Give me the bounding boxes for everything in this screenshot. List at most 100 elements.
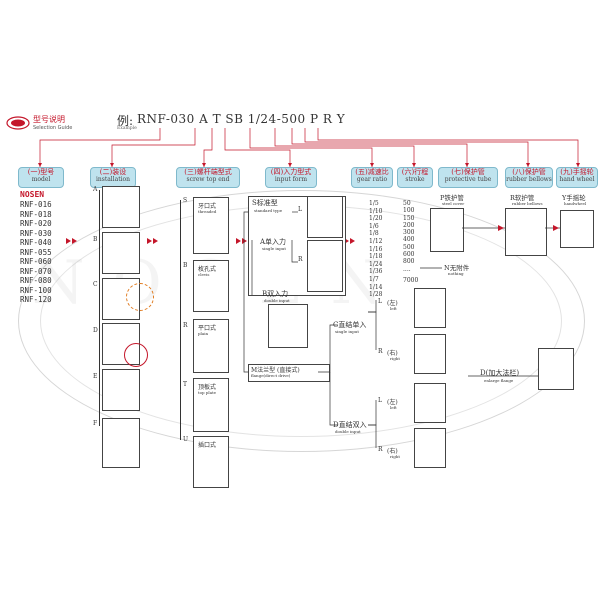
- screw-code-b: B: [183, 262, 188, 269]
- input-r: R: [298, 256, 303, 263]
- screw-card-s: [193, 197, 229, 254]
- ratio-item: 1/18: [369, 253, 383, 261]
- motor-d-l-cn: (左): [387, 399, 398, 406]
- install-label-a: A: [93, 186, 98, 193]
- input-l: L: [298, 206, 302, 213]
- motor-d-r: R: [378, 446, 383, 453]
- model-item: RNF-030: [20, 228, 52, 238]
- input-single-l-image: [307, 196, 343, 238]
- screw-en-r: plain: [198, 331, 209, 336]
- motor-d-r-en: right: [390, 454, 400, 459]
- stroke-item: 150: [403, 214, 415, 222]
- screw-cn-s: 牙口式: [198, 203, 217, 210]
- model-item: RNF-016: [20, 200, 52, 209]
- stroke-item: 200: [403, 221, 415, 229]
- ratio-item: 1/7: [369, 275, 379, 283]
- input-flange-box: [248, 364, 330, 382]
- stroke-item: 400: [403, 236, 415, 244]
- motor-flange-image: [538, 348, 574, 390]
- stroke-item: ....: [403, 265, 411, 273]
- motor-d-l-image: [414, 383, 446, 423]
- input-flange: M法兰型 (直接式): [251, 367, 300, 374]
- install-label-b: B: [93, 236, 98, 243]
- install-image-b: [102, 232, 140, 274]
- motor-d-en: double input: [335, 429, 361, 434]
- stroke-item: 100: [403, 207, 415, 215]
- ratio-item: 1/14: [369, 283, 383, 291]
- install-label-f: F: [93, 420, 98, 427]
- screw-bracket: [180, 200, 181, 440]
- screw-cn-b: 枚孔式: [198, 266, 217, 273]
- ratio-item: 1/12: [369, 237, 383, 245]
- install-image-e: [102, 369, 140, 411]
- motor-flange-en: enlarge flange: [484, 378, 514, 383]
- install-image-f: [102, 418, 140, 468]
- ratio-item: 1/10: [369, 207, 383, 215]
- install-image-a: [102, 186, 140, 228]
- selection-title: 型号说明: [33, 115, 65, 124]
- detail-circle-c: [126, 283, 154, 311]
- screw-cn-r: 平口式: [198, 325, 217, 332]
- model-item: RNF-018: [20, 209, 52, 219]
- screw-cn-u: 插口式: [198, 442, 217, 449]
- ratio-item: 1/16: [369, 245, 383, 253]
- bellows: R软护管: [510, 194, 535, 202]
- input-double-image: [268, 304, 308, 348]
- logo: [6, 115, 30, 130]
- model-item: RNF-070: [20, 266, 52, 276]
- model-item: RNF-060: [20, 257, 52, 266]
- screw-code-t: T: [183, 381, 188, 388]
- input-flange-en: flange(direct drive): [251, 373, 291, 378]
- motor-c-l-cn: (左): [387, 300, 398, 307]
- motor-c-en: single input: [335, 329, 359, 334]
- ratio-item: 1/5: [369, 200, 379, 207]
- ratio-item: 1/6: [369, 222, 379, 230]
- motor-c-r-en: right: [390, 356, 400, 361]
- ratio-item: 1/20: [369, 215, 383, 223]
- motor-d-l-en: left: [390, 405, 397, 410]
- ratio-item: 1/36: [369, 268, 383, 276]
- logo-mark: [6, 116, 30, 130]
- install-label-c: C: [93, 281, 98, 288]
- example-code: RNF-030 A T SB 1/24-500 P R Y: [137, 112, 346, 126]
- install-label-e: E: [93, 373, 98, 380]
- tube-n-en: nothing: [448, 271, 464, 276]
- motor-c-r-cn: (右): [387, 350, 398, 357]
- motor-c-l-en: left: [390, 306, 397, 311]
- motor-flange: D(加大法栏): [480, 369, 520, 377]
- screw-card-r: [193, 319, 229, 373]
- motor-c: C直结单入: [333, 321, 367, 329]
- model-brand: NOSEN: [20, 190, 45, 199]
- motor-c-r-image: [414, 334, 446, 374]
- input-single-r-image: [307, 240, 343, 292]
- motor-d-r-cn: (右): [387, 448, 398, 455]
- motor-c-r: R: [378, 348, 383, 355]
- connector-lines: [38, 128, 580, 167]
- bellows-en: rubber bellows: [512, 201, 543, 206]
- watermark-ellipse: [18, 190, 585, 452]
- handwheel-en: handwheel: [564, 201, 587, 206]
- motor-d-r-image: [414, 428, 446, 468]
- tube-p-en: steel cover: [442, 201, 465, 206]
- install-bracket: [99, 190, 100, 426]
- model-list: RNF-016 RNF-018 RNF-020 RNF-030 RNF-040 …: [20, 200, 52, 305]
- stroke-item: 300: [403, 229, 415, 237]
- ratio-list: 1/5 1/10 1/20 1/6 1/8 1/12 1/16 1/18 1/2…: [369, 200, 382, 299]
- screw-en-s: threaded: [198, 209, 217, 214]
- input-standard: S标准型: [252, 199, 278, 207]
- stroke-item: 800: [403, 258, 415, 266]
- model-item: RNF-040: [20, 238, 52, 247]
- ratio-item: 1/8: [369, 230, 379, 238]
- model-item: RNF-020: [20, 219, 52, 228]
- detail-circle-d: [124, 343, 148, 367]
- screw-code-u: U: [183, 436, 189, 443]
- stroke-item: 7000: [403, 276, 419, 284]
- motor-d-l: L: [378, 397, 382, 404]
- stroke-item: 50: [403, 200, 411, 207]
- selection-subtitle: Selection Guide: [33, 125, 73, 131]
- screw-en-b: clevis: [198, 272, 210, 277]
